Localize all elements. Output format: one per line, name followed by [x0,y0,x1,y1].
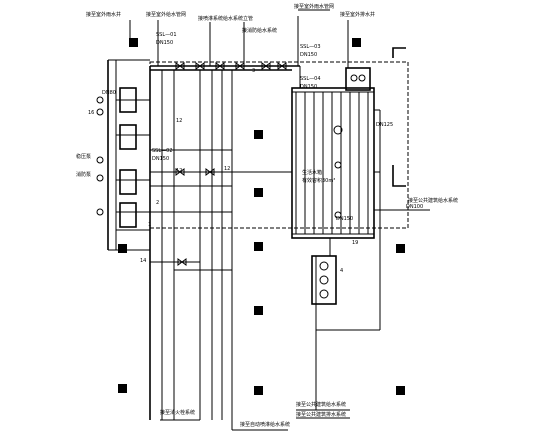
label-top-left-1: 接至室外雨水井 [86,11,121,18]
label-left-pump-2: 消防泵 [76,171,91,178]
column [129,38,138,47]
column [254,188,263,197]
labels: 接至室外雨水井 接至室外给水管网 接喷淋系统给水系统立管 接消防给水系统 接至室… [76,3,458,428]
pump-icon [319,275,329,285]
label-bottom-2: 接至自动喷淋给水系统 [240,421,290,428]
label-num-12: 12 [224,166,230,172]
wall-corner [392,47,406,58]
column [118,384,127,393]
label-top-left-2: 接至室外给水管网 [146,11,186,18]
label-num-3: 3 [252,68,255,74]
label-num-12: 12 [176,118,182,124]
label-dn150: DN150 [336,216,353,222]
column [396,244,405,253]
label-num-12: 12 [176,168,182,174]
column [254,242,263,251]
label-top-mid-2: 接消防给水系统 [242,27,277,34]
pump-unit [119,202,137,228]
vent-icon [350,74,358,82]
label-tank: 生活水箱 [302,169,322,176]
booster-pump-set [311,255,337,305]
sensor-icon [334,211,342,219]
pump-unit [119,87,137,113]
column [254,306,263,315]
wall-corner [392,165,406,187]
label-num-19: 19 [352,240,358,246]
label-dn150: DN150 [152,156,169,162]
label-tank-capacity: 有效容积30m³ [302,177,335,184]
gauge-icon [96,208,104,216]
column [254,130,263,139]
label-bottom-3: 接至公共建筑给水系统 [296,401,346,408]
booster-pumps [311,255,337,305]
column [396,386,405,395]
valves [175,62,287,266]
label-num-2: 2 [156,200,159,206]
label-left-pump-1: 稳压泵 [76,153,91,160]
label-bottom-4: 接至公共建筑排水系统 [296,411,346,418]
pump-icon [319,289,329,299]
label-bottom-1: 接至消火栓系统 [160,409,195,416]
gauge-icon [96,96,104,104]
gauge-icon [96,174,104,182]
label-ssl-01: SSL—01 [156,32,177,38]
label-top-right-2: 接至室外排水井 [340,11,375,18]
pump-unit [119,169,137,195]
label-num-4: 4 [340,268,343,274]
label-dn150: DN150 [156,40,173,46]
pipes [107,9,430,420]
label-top-right-1: 接至室外雨水管网 [294,3,334,10]
label-num-14: 14 [140,258,146,264]
label-dn125: DN125 [376,122,393,128]
sensor-icon [334,161,342,169]
column [118,244,127,253]
structural-columns [118,38,406,395]
label-dn150: DN150 [300,52,317,58]
pump-units [96,87,137,228]
label-num-16: 16 [88,110,94,116]
label-num-1: 1 [148,222,151,228]
float-valve-icon [333,125,343,135]
pump-icon [319,261,329,271]
tank-outline [291,87,375,239]
label-ssl-04: SSL—04 [300,76,321,82]
water-tank [291,67,375,239]
label-dn80: DN80 [102,90,116,96]
label-right-mid: 接至公共建筑给水系统 [408,197,458,204]
label-top-mid-1: 接喷淋系统给水系统立管 [198,15,253,22]
column [254,386,263,395]
gauge-icon [96,108,104,116]
label-dn150: DN150 [300,84,317,90]
column [352,38,361,47]
gauge-icon [96,156,104,164]
pump-unit [119,124,137,150]
label-dn100: DN100 [406,204,423,210]
label-ssl-02: SSL—02 [152,148,173,154]
vent-icon [358,74,366,82]
label-ssl-03: SSL—03 [300,44,321,50]
vent-box [345,67,371,91]
